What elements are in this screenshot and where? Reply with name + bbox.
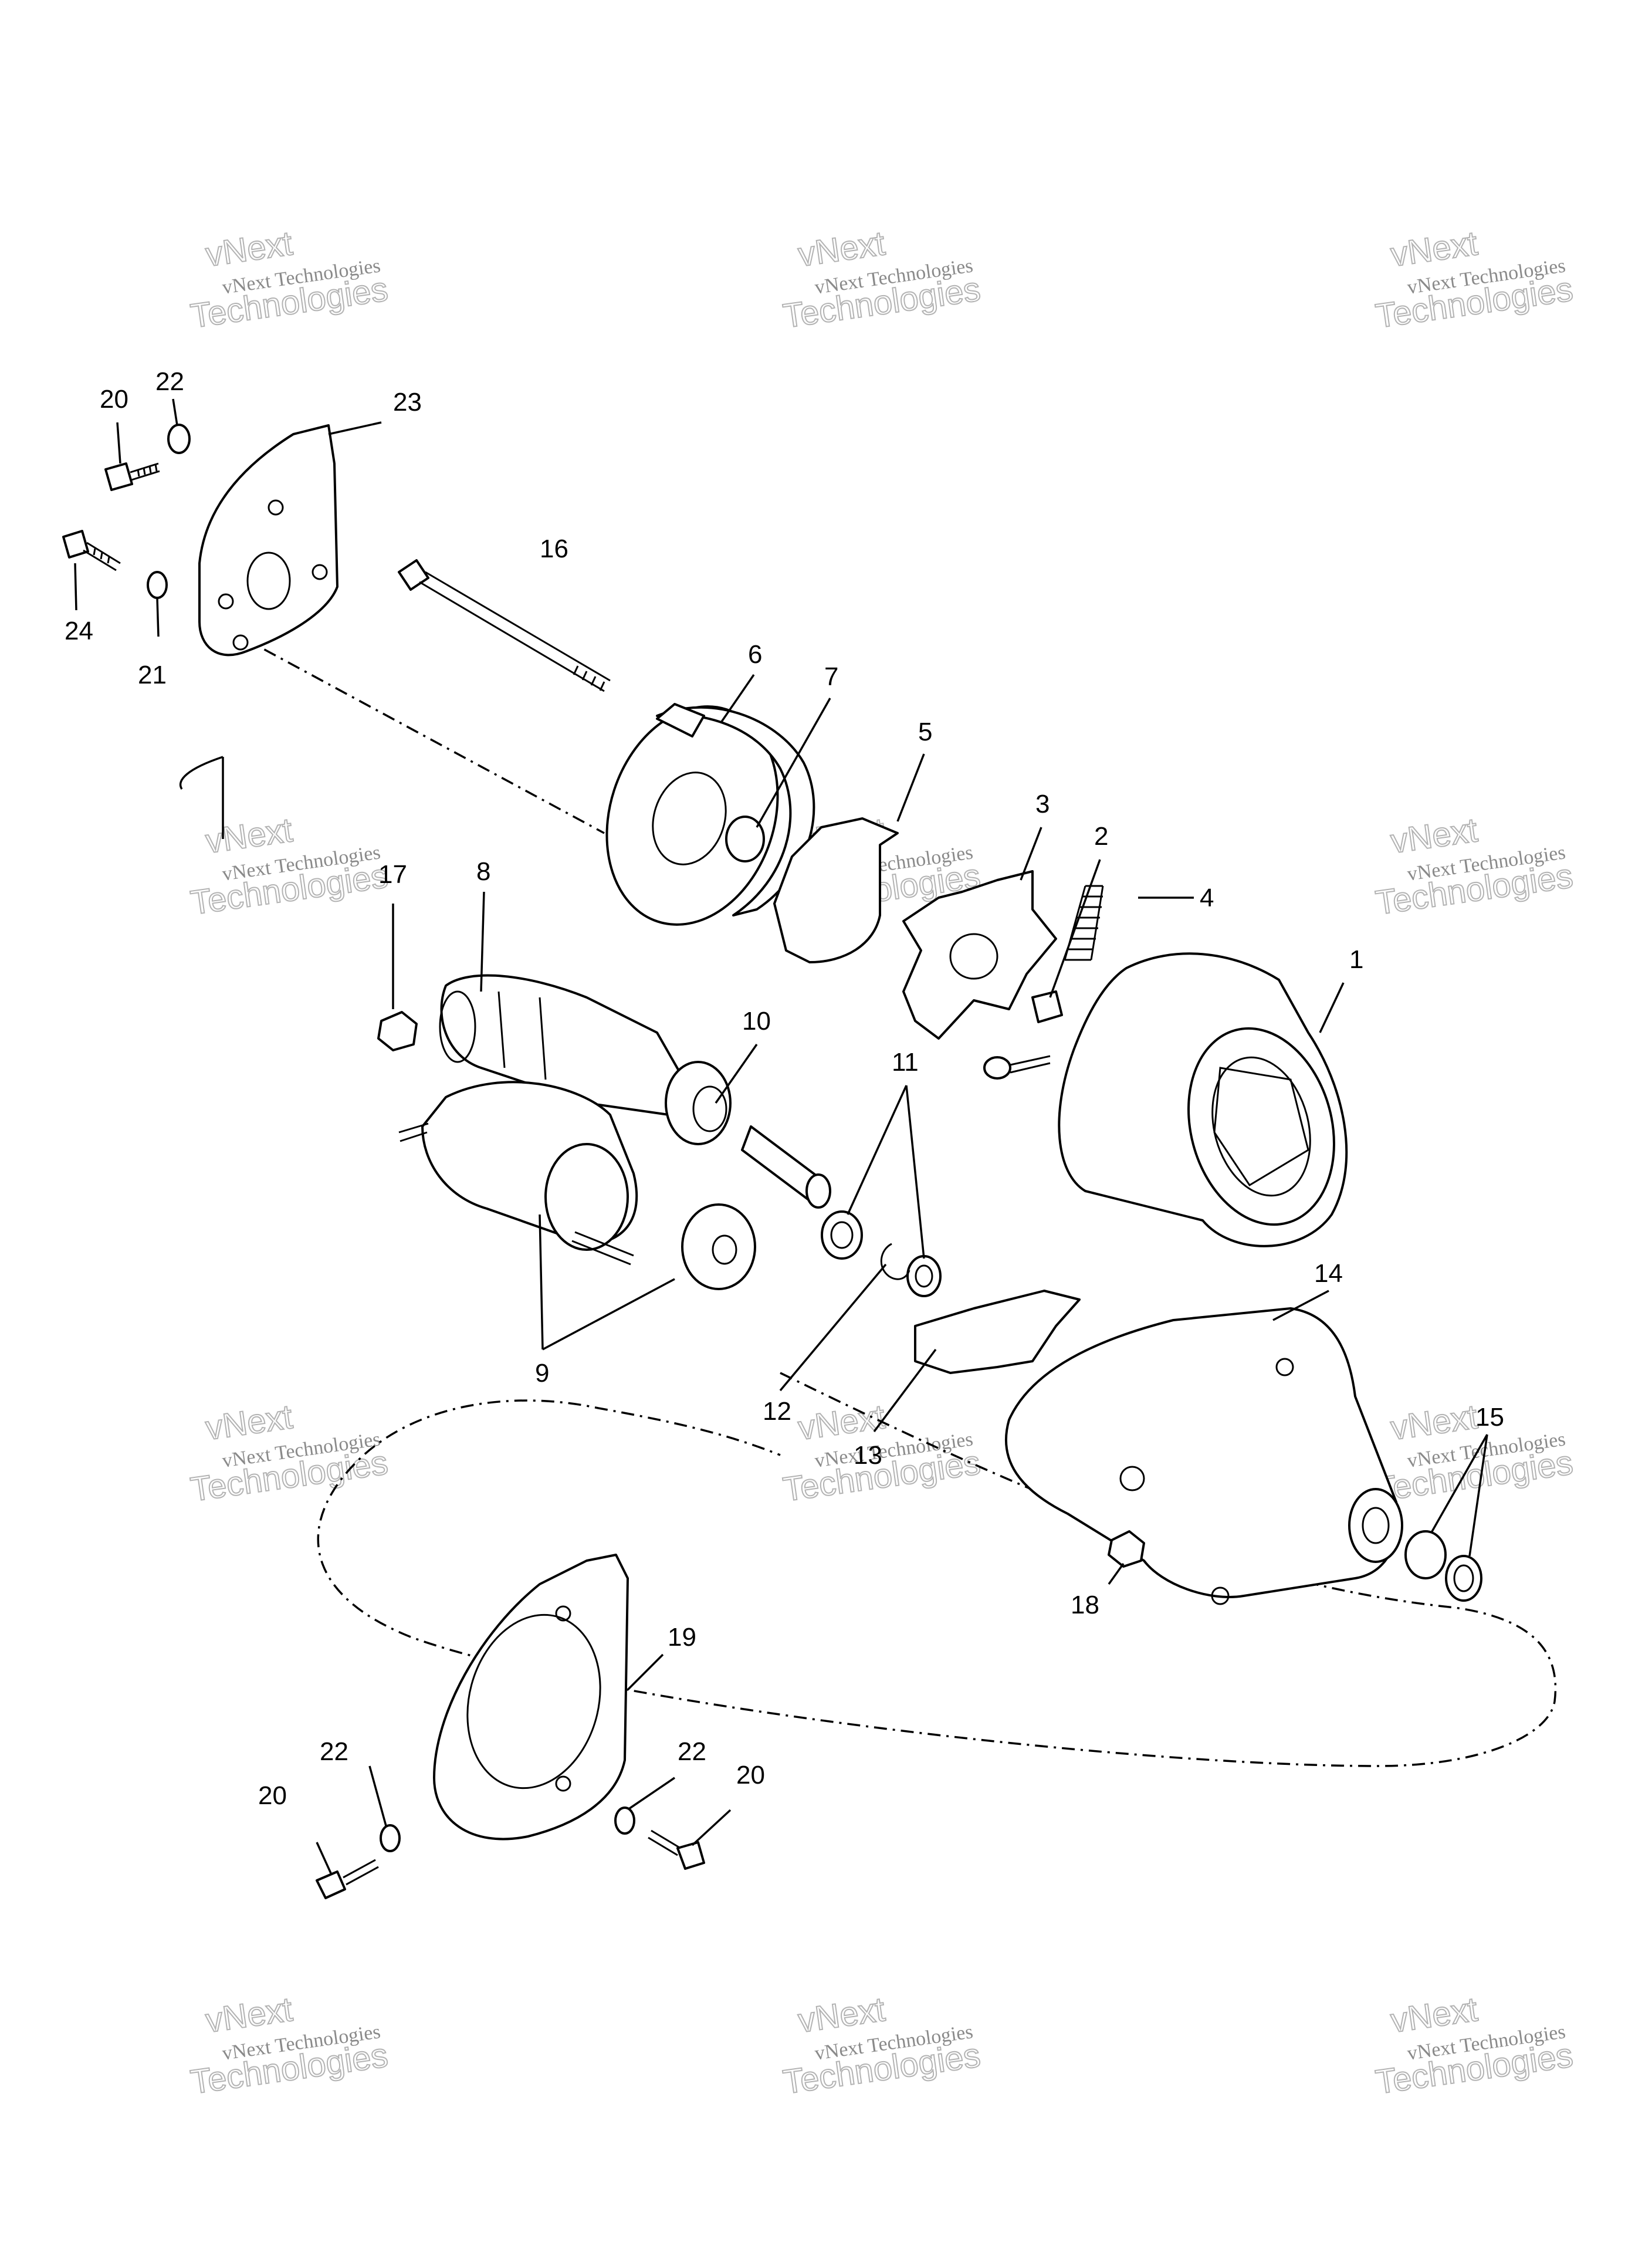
watermark-low-right: vNext vNext Technologies Technologies [1373,1397,1576,1510]
part-9-plunger [681,1203,756,1290]
part-4-spring [1064,885,1104,961]
watermark-top-right: vNext vNext Technologies Technologies [1373,224,1576,336]
bracket-bore [246,552,291,610]
callout-24: 24 [65,617,93,645]
part-24-bolt [62,530,121,571]
callout-22-bottom-left: 22 [320,1737,348,1766]
part-11-bushing-b [906,1255,942,1297]
callout-1: 1 [1349,945,1363,974]
part-12-clip [880,1243,910,1280]
watermark-text: vNext [204,1398,295,1447]
part-20-bolt-bottom-right [648,1829,705,1870]
callout-2: 2 [1094,822,1108,851]
callout-18: 18 [1071,1591,1099,1619]
watermark-top-left: vNext vNext Technologies Technologies [188,224,391,336]
part-10-pinion [665,1061,831,1209]
assembly-centerline-upper [240,635,605,834]
callout-23: 23 [393,388,422,417]
callout-8: 8 [476,857,490,886]
part-16-through-bolt [398,559,611,692]
part-11-bushing-a [821,1210,863,1260]
watermark-text: vNext [204,1990,295,2040]
part-17-nut [377,1011,418,1051]
callout-22-top: 22 [155,367,184,396]
part-2-brush [1031,990,1063,1023]
watermark-mid-left: vNext vNext Technologies Technologies [188,810,391,923]
watermark-text: vNext [1389,811,1480,861]
callout-10: 10 [742,1007,771,1036]
part-15-bushing [1404,1530,1447,1579]
part-1-screw [1010,1055,1051,1074]
callout-11: 11 [892,1048,919,1077]
callout-3: 3 [1035,790,1050,818]
watermark-text: vNext [1389,1398,1480,1447]
watermark-text: vNext [204,224,295,274]
watermark-top-center: vNext vNext Technologies Technologies [780,224,983,336]
part-1-washer [983,1056,1011,1080]
watermark-text: vNext [204,811,295,861]
part-22-washer-bottom-right [614,1807,635,1835]
part-13-shift-lever [914,1290,1081,1374]
part-7-bearing [725,816,765,862]
callout-22-bottom-right: 22 [678,1737,706,1766]
callout-20-bottom-right: 20 [736,1761,765,1789]
part-19-flange-bracket [433,1554,629,1841]
callout-13: 13 [854,1441,882,1470]
part-23-mounting-bracket [198,424,338,657]
callout-21: 21 [138,661,167,689]
callout-15: 15 [1475,1403,1504,1432]
part-20-bolt-top [104,462,160,491]
part-3-brush-holder [902,870,1057,1040]
watermark-bottom-left: vNext vNext Technologies Technologies [188,1990,391,2102]
callout-19: 19 [668,1623,696,1652]
watermark-mid-right: vNext vNext Technologies Technologies [1373,810,1576,923]
part-22-washer-top [167,424,191,454]
part-6-end-frame [605,703,815,926]
callout-labels: 1 2 3 4 5 6 7 8 9 10 11 12 13 14 15 16 1… [65,367,1504,1810]
callout-17: 17 [378,860,407,889]
callout-20-top: 20 [100,385,128,414]
watermark-bottom-center: vNext vNext Technologies Technologies [780,1990,983,2102]
watermark-text: vNext [1389,224,1480,274]
part-21-washer [147,571,168,599]
callout-16: 16 [540,535,568,563]
leader-lines [74,398,1488,1875]
callout-5: 5 [918,718,932,746]
callout-4: 4 [1200,884,1214,912]
callout-14: 14 [1314,1259,1343,1288]
callout-20-bottom-left: 20 [258,1781,287,1810]
callout-9: 9 [535,1359,549,1388]
assembly-centerline-lower [317,1372,1557,1767]
part-20-bolt-bottom-left [316,1859,379,1899]
watermark-text: vNext [796,224,888,274]
watermark-text: vNext [1389,1990,1480,2040]
callout-6: 6 [748,640,762,669]
part-14-drive-housing [1004,1307,1403,1605]
part-18-nut [1108,1530,1145,1568]
part-5-gasket [773,817,899,963]
watermark-bottom-right: vNext vNext Technologies Technologies [1373,1990,1576,2102]
part-1-yoke [1058,952,1348,1247]
callout-7: 7 [824,662,838,691]
part-22-washer-bottom-left [380,1824,401,1852]
watermark-text: vNext [796,1990,888,2040]
part-8-armature [439,974,682,1116]
part-9-solenoid [398,1081,638,1266]
callout-12: 12 [763,1397,791,1426]
watermark-text: vNext [796,1398,888,1447]
watermark-low-left: vNext vNext Technologies Technologies [188,1397,391,1510]
part-15-ring [1445,1555,1482,1602]
